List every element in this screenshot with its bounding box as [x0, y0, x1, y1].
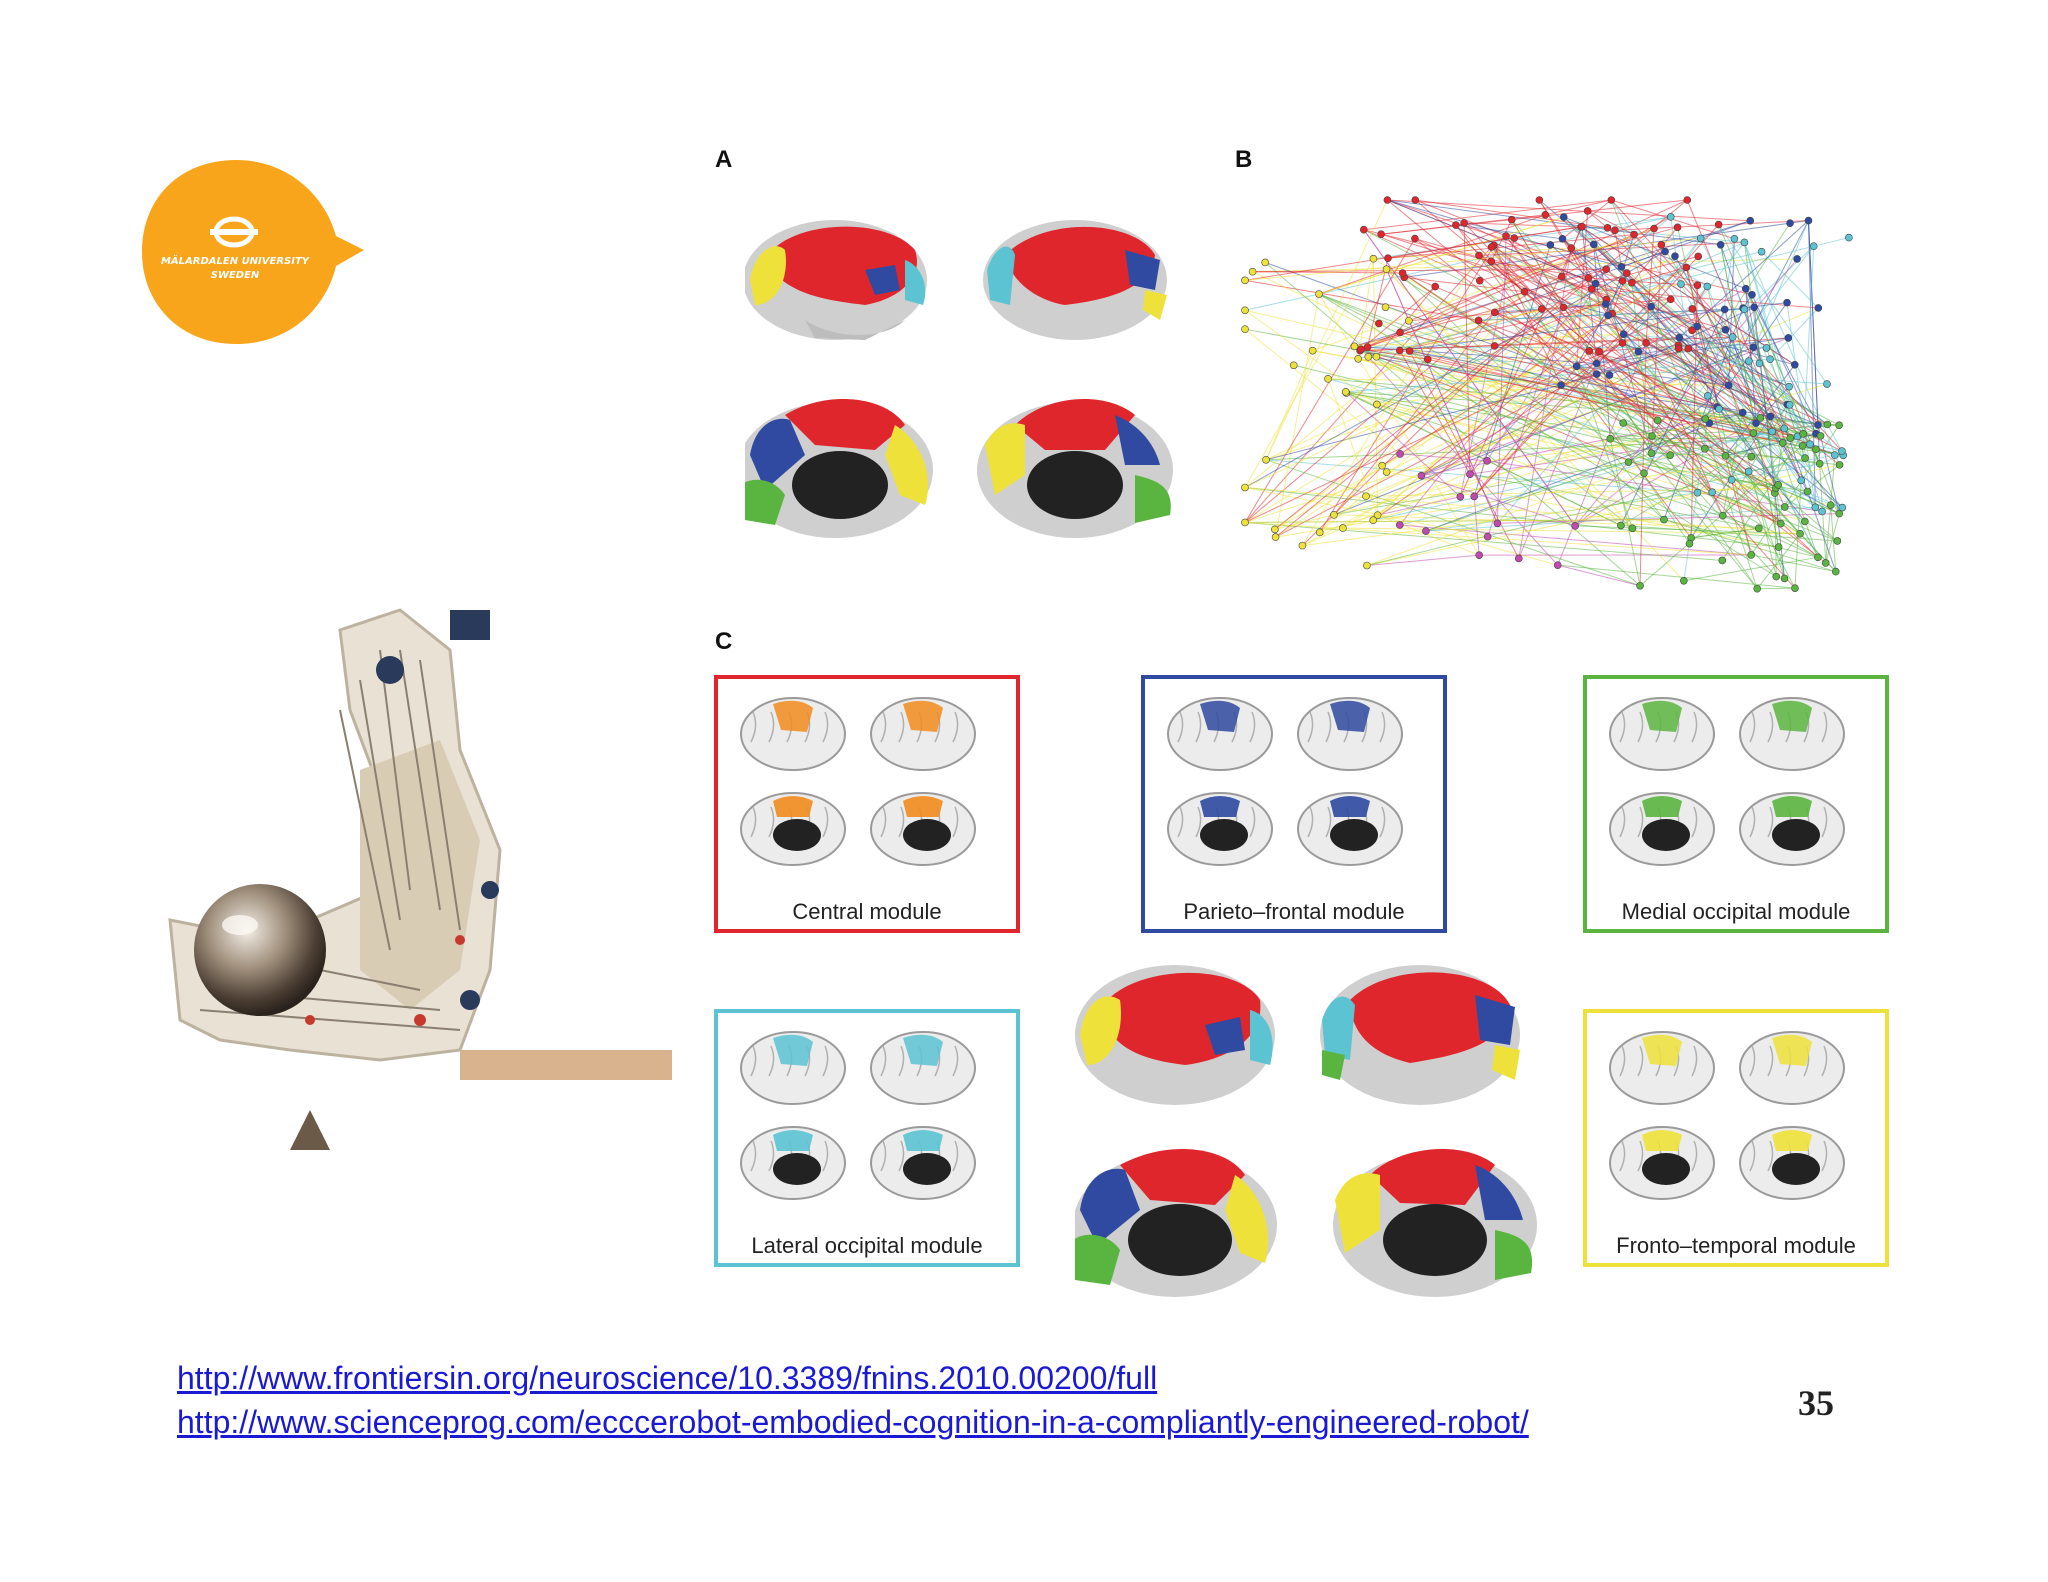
- frontiersin-link[interactable]: http://www.frontiersin.org/neuroscience/…: [177, 1360, 1158, 1396]
- parieto-frontal-module-box: Parieto–frontal module: [1141, 675, 1447, 933]
- scienceprog-link[interactable]: http://www.scienceprog.com/ecccerobot-em…: [177, 1404, 1529, 1440]
- panel-b-network-graph: [1240, 195, 1865, 605]
- robot-photo: [160, 590, 672, 1182]
- parieto-frontal-module-label: Parieto–frontal module: [1183, 899, 1405, 924]
- central-module-label: Central module: [792, 899, 942, 924]
- panel-a-brain-maps: [745, 210, 1195, 550]
- medial-occipital-module-label: Medial occipital module: [1621, 899, 1851, 924]
- panel-c-composite-brains: [1075, 955, 1545, 1305]
- panel-label-c: C: [715, 628, 733, 655]
- logo-text-line2: SWEDEN: [210, 270, 260, 281]
- logo-text-line1: MÄLARDALEN UNIVERSITY: [160, 256, 310, 267]
- fronto-temporal-module-label: Fronto–temporal module: [1616, 1233, 1856, 1258]
- page-number: 35: [1798, 1383, 1834, 1423]
- medial-occipital-module-box: Medial occipital module: [1583, 675, 1889, 933]
- fronto-temporal-module-box: Fronto–temporal module: [1583, 1009, 1889, 1267]
- university-logo: MÄLARDALEN UNIVERSITY SWEDEN: [140, 158, 366, 348]
- central-module-box: Central module: [714, 675, 1020, 933]
- panel-label-b: B: [1235, 146, 1253, 173]
- panel-label-a: A: [715, 146, 733, 173]
- lateral-occipital-module-label: Lateral occipital module: [751, 1233, 983, 1258]
- lateral-occipital-module-box: Lateral occipital module: [714, 1009, 1020, 1267]
